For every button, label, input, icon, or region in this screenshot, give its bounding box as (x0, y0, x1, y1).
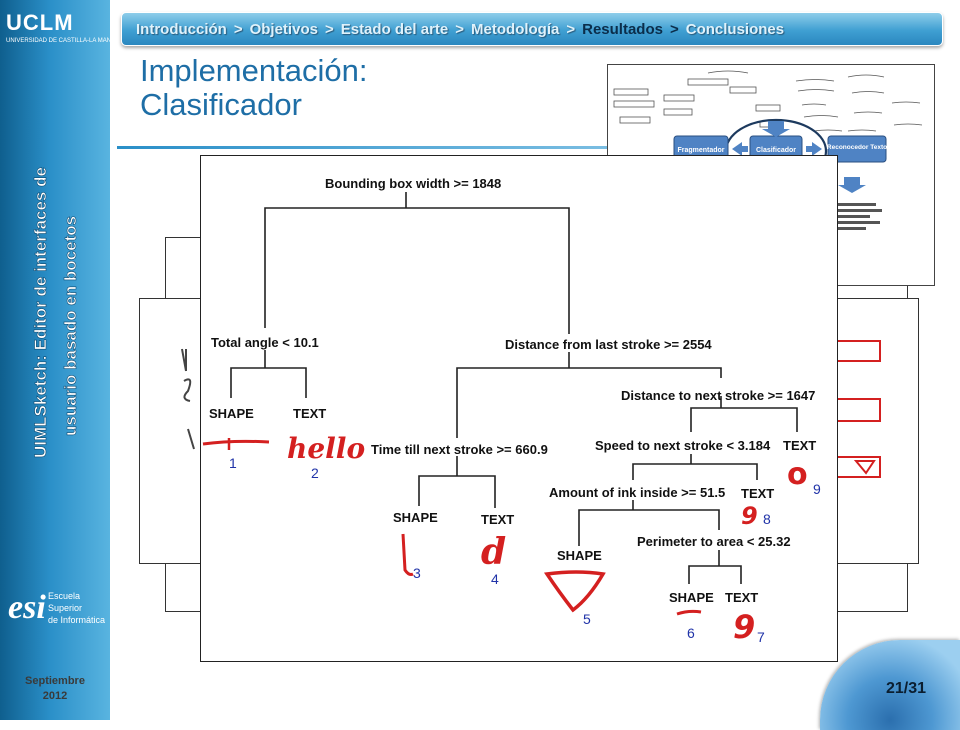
thumbnail-node-reconocedor: Reconocedor Texto (827, 144, 887, 151)
breadcrumb-separator: > (566, 20, 576, 38)
node-amount-of-ink-inside: Amount of ink inside >= 51.5 (549, 485, 725, 500)
node-speed-to-next-stroke: Speed to next stroke < 3.184 (595, 438, 771, 453)
leaf-label-6: SHAPE (669, 590, 714, 605)
decision-tree-panel: Bounding box width >= 1848 Total angle <… (200, 155, 838, 662)
breadcrumb-objetivos[interactable]: Objetivos (249, 20, 318, 38)
breadcrumb-resultados[interactable]: Resultados (582, 20, 663, 38)
leaf-label-9: TEXT (783, 438, 816, 453)
leaf-label-8: TEXT (741, 486, 774, 501)
handwritten-d: d (481, 531, 506, 573)
node-time-till-next-stroke: Time till next stroke >= 660.9 (371, 442, 548, 457)
logo-text: UCLM (6, 10, 74, 35)
page-number: 21/31 (886, 680, 927, 697)
school-line-1: Escuela (48, 591, 81, 601)
leaf-number-4: 4 (491, 571, 499, 587)
leaf-label-7: TEXT (725, 590, 758, 605)
thumbnail-node-clasificador: Clasificador (756, 147, 796, 154)
thumbnail-node-fragmentador: Fragmentador (677, 147, 724, 154)
leaf-number-1: 1 (229, 455, 237, 471)
school-name: Escuela Superior de Informática (48, 590, 105, 626)
breadcrumb-estado-del-arte[interactable]: Estado del arte (340, 20, 449, 38)
slide-title-line-2: Clasificador (140, 87, 302, 122)
slide-title: Implementación: Clasificador (140, 54, 367, 122)
school-line-3: de Informática (48, 615, 106, 625)
breadcrumb-metodologia[interactable]: Metodología (471, 20, 560, 38)
logo-subtitle: UNIVERSIDAD DE CASTILLA-LA MANCHA (6, 38, 124, 44)
leaf-number-9: 9 (813, 481, 821, 497)
leaf-label-1: SHAPE (209, 406, 254, 421)
leaf-number-7: 7 (757, 629, 765, 645)
node-total-angle: Total angle < 10.1 (211, 335, 319, 350)
sketch-line-icon (202, 439, 270, 446)
node-distance-from-last-stroke: Distance from last stroke >= 2554 (505, 337, 712, 352)
school-line-2: Superior (48, 603, 83, 613)
date: Septiembre 2012 (0, 674, 110, 704)
sidebar: UCLM UNIVERSIDAD DE CASTILLA-LA MANCHA U… (0, 0, 124, 720)
sketch-bar-icon (401, 533, 414, 576)
title-underline (117, 146, 837, 149)
breadcrumb-separator: > (669, 20, 679, 38)
breadcrumb-separator: > (455, 20, 465, 38)
date-month: Septiembre (25, 675, 85, 687)
leaf-label-5: SHAPE (557, 548, 602, 563)
leaf-label-4: TEXT (481, 512, 514, 527)
background-sketch (181, 340, 881, 478)
sketch-triangle-icon (543, 570, 606, 613)
node-distance-to-next-stroke: Distance to next stroke >= 1647 (621, 388, 815, 403)
handwritten-nine-8: 9 (741, 502, 758, 530)
school-logo: esi Escuela Superior de Informática (8, 588, 108, 632)
presentation-title: UIMLSketch: Editor de interfaces de usua… (4, 134, 104, 464)
leaf-number-2: 2 (311, 465, 319, 481)
leaf-number-5: 5 (583, 611, 591, 627)
handwritten-hello: hello (287, 432, 365, 465)
date-year: 2012 (42, 690, 68, 702)
node-perimeter-to-area: Perimeter to area < 25.32 (637, 534, 791, 549)
slide-title-line-1: Implementación: (140, 53, 368, 88)
leaf-label-3: SHAPE (393, 510, 438, 525)
leaf-number-3: 3 (413, 565, 421, 581)
leaf-label-2: TEXT (293, 406, 326, 421)
breadcrumb: Introducción > Objetivos > Estado del ar… (121, 12, 943, 46)
node-bounding-box-width: Bounding box width >= 1848 (325, 176, 501, 191)
breadcrumb-separator: > (233, 20, 243, 38)
handwritten-nine-7: 9 (733, 608, 755, 646)
esi-mark: esi (8, 589, 46, 626)
presentation-title-line-2: usuario basado en bocetos (61, 216, 80, 436)
breadcrumb-separator: > (324, 20, 334, 38)
breadcrumb-introduccion[interactable]: Introducción (136, 20, 227, 38)
sketch-dash-icon (676, 609, 702, 616)
leaf-number-6: 6 (687, 625, 695, 641)
presentation-title-line-1: UIMLSketch: Editor de interfaces de (31, 167, 50, 458)
university-logo: UCLM UNIVERSIDAD DE CASTILLA-LA MANCHA (6, 10, 124, 50)
breadcrumb-conclusiones[interactable]: Conclusiones (685, 20, 785, 38)
leaf-number-8: 8 (763, 511, 771, 527)
handwritten-o: o (787, 457, 808, 492)
